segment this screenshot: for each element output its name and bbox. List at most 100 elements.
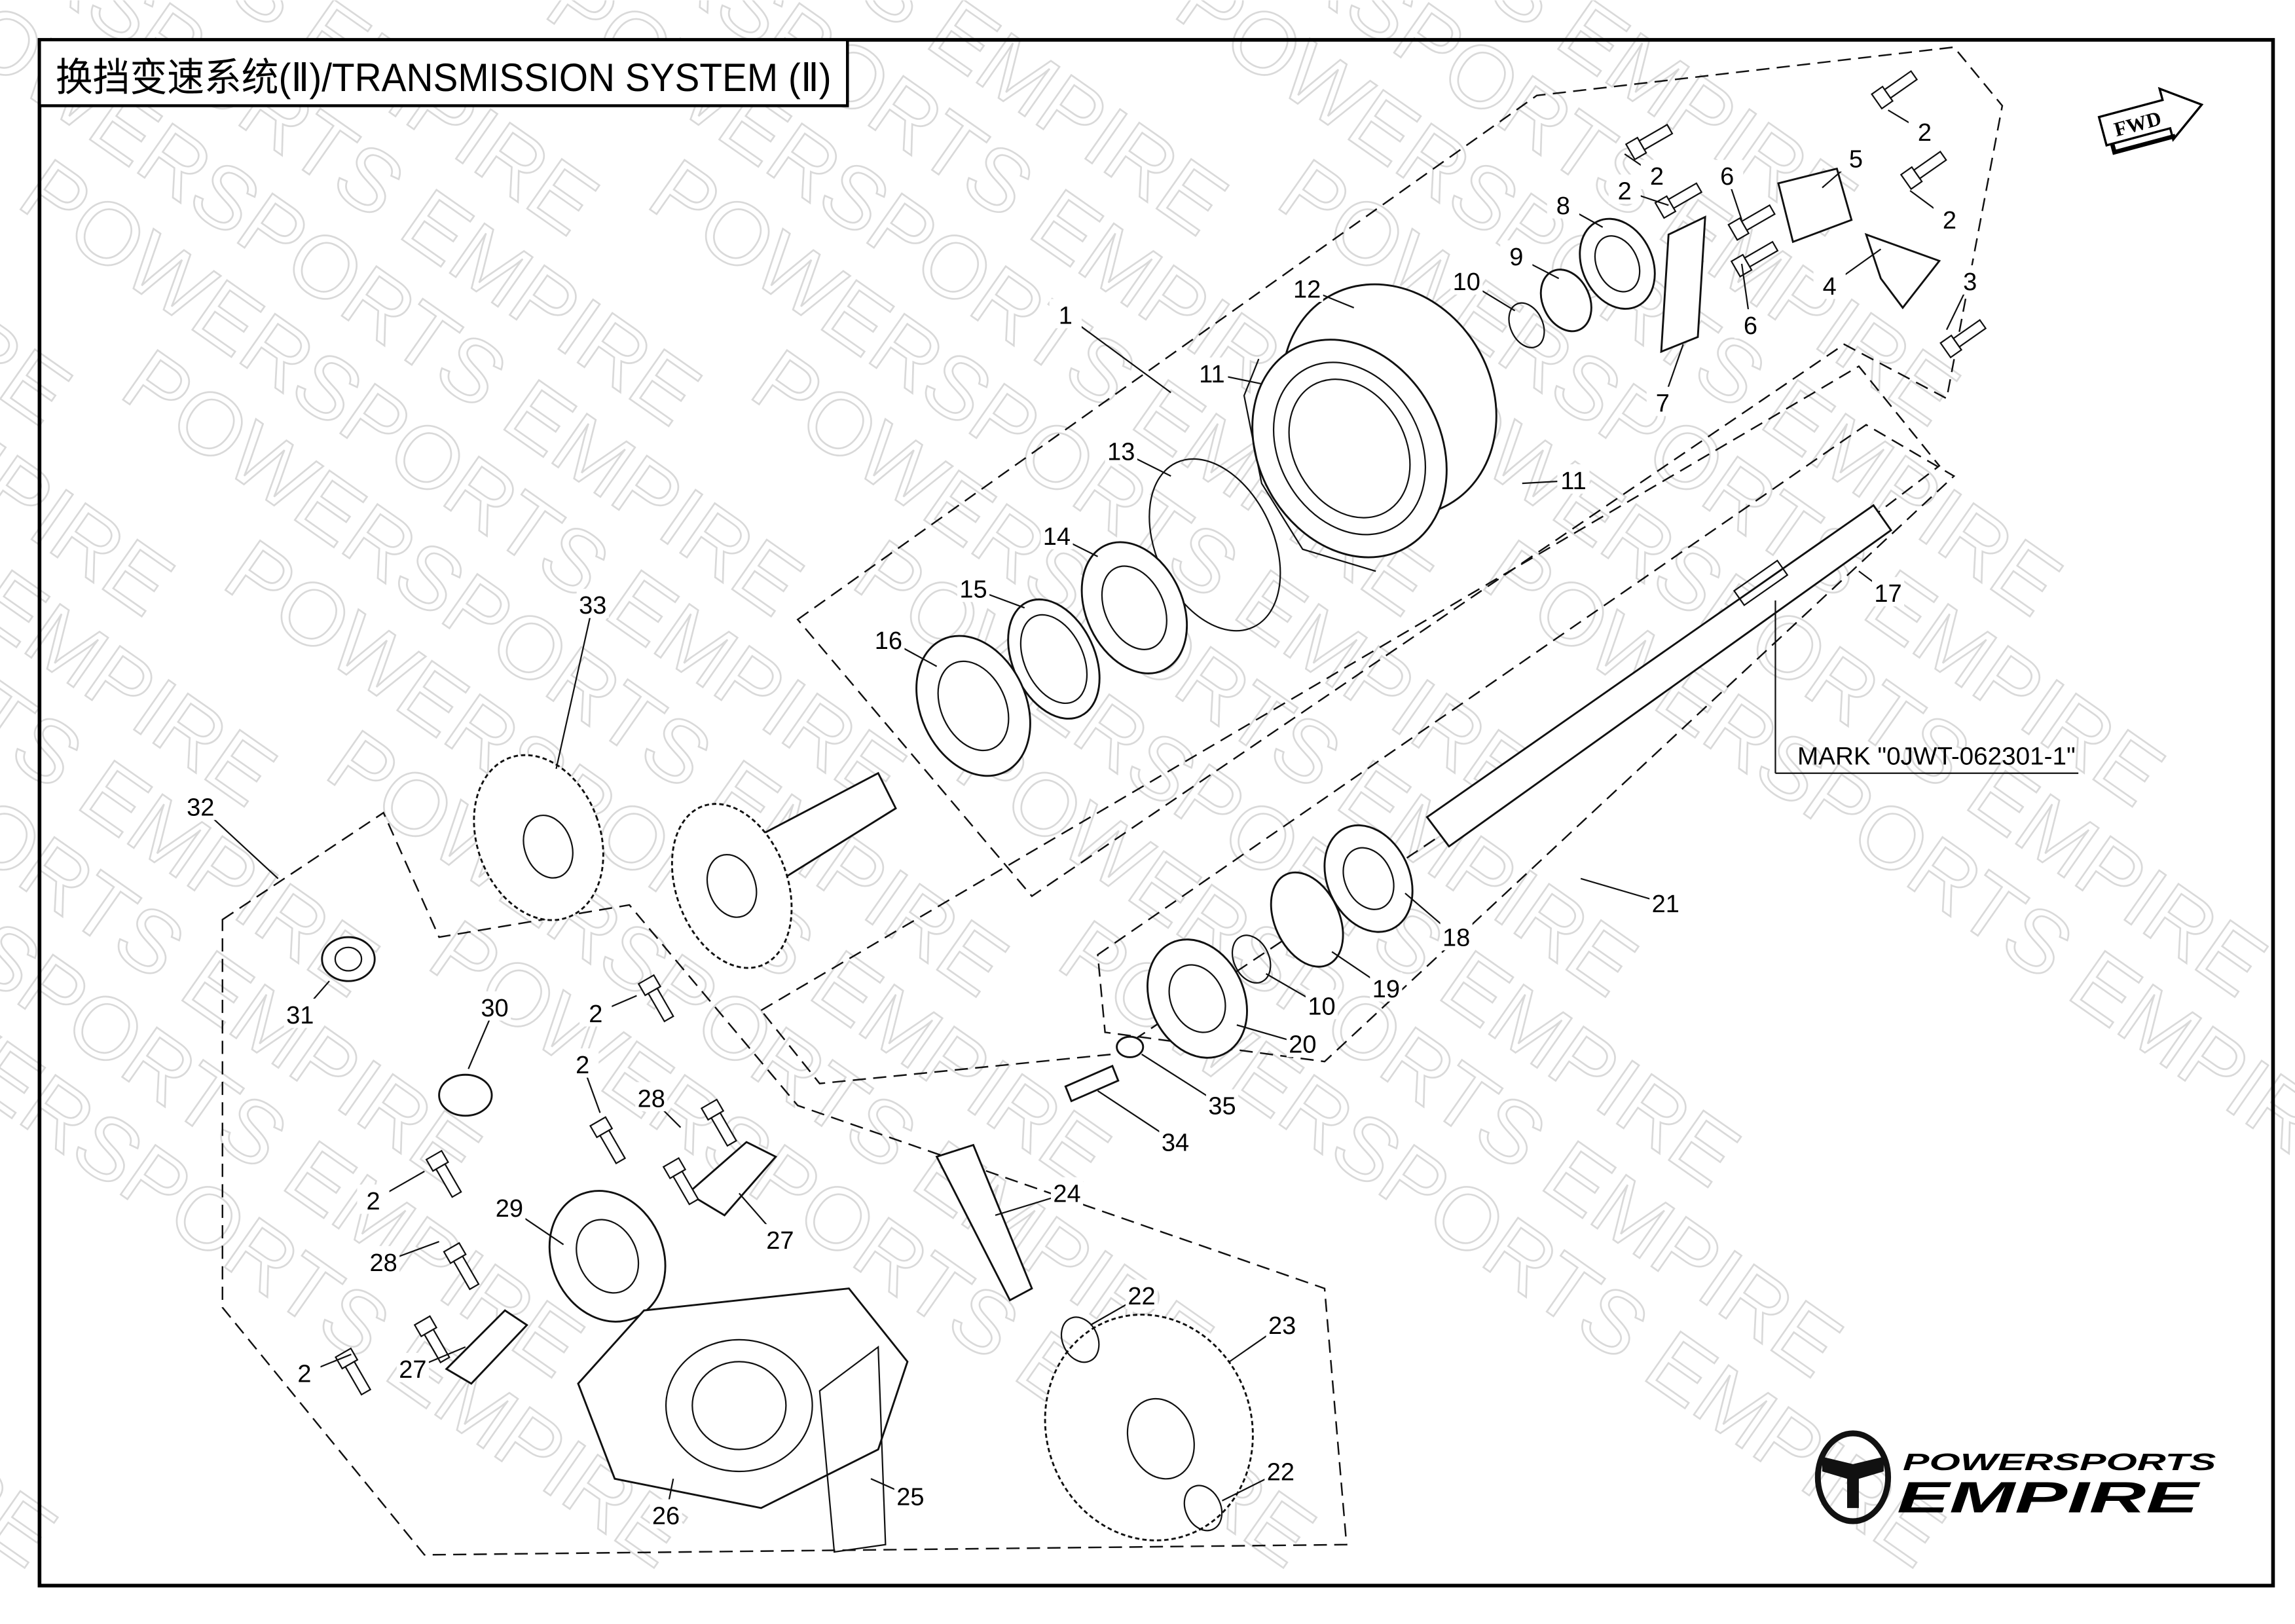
bolt-icon: [637, 974, 674, 1023]
callout-23: 23: [1268, 1312, 1296, 1340]
callout-27: 27: [766, 1227, 794, 1255]
callout-background: [1500, 240, 1533, 270]
callout-background: [1933, 204, 1966, 233]
logo-line2: EMPIRE: [1897, 1473, 2201, 1522]
mark-label: MARK "0JWT-062301-1": [1797, 743, 2076, 770]
group-21-boundary: [1097, 424, 1956, 1063]
callout-background: [284, 999, 316, 1028]
callout-16: 16: [875, 627, 902, 655]
callout-4: 4: [1823, 273, 1837, 301]
callout-background: [1839, 142, 1872, 172]
callout-28: 28: [638, 1085, 665, 1113]
bolt-icon: [1727, 204, 1776, 241]
callout-2: 2: [1918, 119, 1932, 147]
callout-17: 17: [1874, 580, 1901, 608]
callout-7: 7: [1656, 390, 1670, 418]
callout-31: 31: [286, 1002, 314, 1029]
callout-background: [1871, 577, 1905, 606]
callout-33: 33: [579, 592, 606, 619]
callout-background: [1050, 1177, 1084, 1207]
callout-6: 6: [1744, 312, 1757, 340]
callout-background: [1196, 357, 1228, 387]
callout-1: 1: [1059, 303, 1073, 330]
callout-2: 2: [1650, 163, 1664, 191]
callout-background: [1954, 265, 1987, 295]
callout-22: 22: [1128, 1283, 1155, 1310]
powersports-empire-logo: POWERSPORTS EMPIRE: [1814, 1430, 2216, 1524]
callout-27: 27: [399, 1356, 426, 1384]
callout-background: [1640, 160, 1673, 189]
callout-background: [1105, 435, 1137, 465]
callout-24: 24: [1053, 1181, 1080, 1208]
callout-20: 20: [1289, 1031, 1316, 1059]
bolt-icon: [335, 1347, 372, 1396]
callout-background: [1159, 1126, 1192, 1156]
bolt-icon: [589, 1116, 627, 1165]
callout-background: [1040, 520, 1073, 549]
bolt-icon: [443, 1242, 480, 1291]
callout-background: [1547, 189, 1579, 219]
callout-background: [288, 1357, 321, 1387]
callout-26: 26: [652, 1502, 680, 1530]
callout-2: 2: [297, 1361, 311, 1388]
callout-background: [1649, 887, 1682, 917]
callout-background: [1266, 1308, 1298, 1338]
callout-25: 25: [896, 1483, 924, 1511]
logo-line1: POWERSPORTS: [1903, 1449, 2216, 1475]
callout-2: 2: [1943, 207, 1956, 234]
callout-8: 8: [1556, 193, 1570, 220]
bolt-icon: [413, 1315, 450, 1364]
callout-9: 9: [1509, 244, 1523, 271]
callout-background: [1734, 309, 1767, 339]
callout-21: 21: [1652, 891, 1680, 918]
group-1-boundary: [796, 46, 2004, 898]
callout-background: [1286, 1027, 1319, 1058]
bolt-icon: [1939, 319, 1987, 359]
callout-11: 11: [1199, 361, 1224, 388]
callout-18: 18: [1442, 925, 1470, 952]
callout-background: [566, 1048, 599, 1078]
bolt-icon: [1625, 123, 1674, 161]
callout-background: [1711, 160, 1744, 189]
callout-15: 15: [959, 576, 987, 604]
callout-background: [1049, 299, 1082, 329]
callout-background: [894, 1480, 927, 1510]
callout-2: 2: [1618, 178, 1632, 206]
callout-background: [763, 1224, 797, 1253]
bolt-icon: [1871, 70, 1919, 110]
callout-background: [1125, 1280, 1158, 1309]
bolt-icon: [1900, 151, 1947, 191]
callout-3: 3: [1963, 268, 1977, 296]
callout-32: 32: [187, 794, 214, 822]
callout-background: [478, 991, 511, 1021]
callout-background: [1205, 1089, 1239, 1119]
callout-29: 29: [496, 1195, 523, 1223]
callout-2: 2: [576, 1052, 589, 1079]
callout-14: 14: [1043, 523, 1071, 551]
callout-background: [650, 1499, 682, 1529]
callout-background: [1608, 174, 1641, 204]
callout-background: [1291, 272, 1323, 302]
callout-background: [1264, 1455, 1297, 1485]
callout-background: [957, 572, 990, 602]
bolt-icon: [1654, 182, 1703, 219]
callout-background: [367, 1246, 400, 1276]
callout-background: [1440, 921, 1473, 951]
callout-background: [1305, 989, 1338, 1020]
callout-10: 10: [1453, 268, 1480, 296]
bolt-icon: [425, 1149, 462, 1198]
leader-line: [1065, 314, 1171, 394]
callout-28: 28: [370, 1249, 397, 1277]
callout-background: [493, 1192, 526, 1221]
callout-19: 19: [1372, 976, 1400, 1003]
callout-background: [184, 790, 217, 821]
callout-background: [1450, 265, 1483, 295]
callout-background: [1370, 972, 1403, 1002]
callout-10: 10: [1308, 993, 1335, 1021]
callout-13: 13: [1107, 438, 1135, 466]
callout-12: 12: [1293, 276, 1321, 303]
callout-background: [1557, 464, 1590, 494]
fwd-arrow-icon: FWD: [2097, 86, 2204, 155]
bolt-icon: [700, 1098, 737, 1147]
